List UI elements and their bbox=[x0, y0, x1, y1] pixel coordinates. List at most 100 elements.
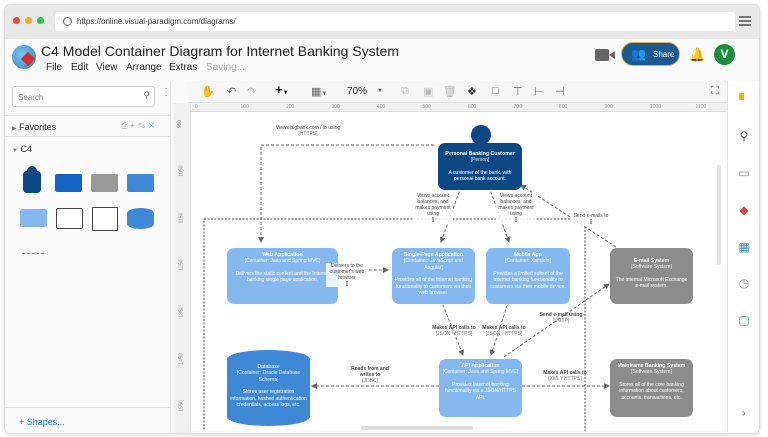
edge-label: Makes API calls to[JSON / HTTPS] bbox=[432, 325, 476, 337]
shape-container[interactable] bbox=[127, 174, 154, 192]
shape-database[interactable] bbox=[127, 208, 154, 229]
favorites-label: Favorites bbox=[19, 122, 57, 132]
ruler-tick-label: 1550 bbox=[178, 400, 185, 412]
shape-person[interactable] bbox=[23, 166, 41, 193]
ruler-tick-label: 900 bbox=[604, 104, 613, 110]
browser-menu-icon[interactable] bbox=[739, 16, 751, 26]
edge-label: Send e-mail using[SMTP] bbox=[539, 312, 583, 324]
search-icon[interactable]: ⚲ bbox=[739, 129, 749, 143]
zoom-dropdown-icon[interactable]: ▼ bbox=[377, 88, 383, 94]
ruler-tick-label: 1150 bbox=[178, 212, 185, 224]
more-shapes-button[interactable]: + Shapes... bbox=[5, 407, 171, 433]
ruler-tick-label: 500 bbox=[422, 104, 431, 110]
edge-api-email bbox=[503, 283, 610, 358]
copy-icon[interactable]: ⧉ bbox=[401, 85, 409, 97]
zoom-select[interactable]: 70% bbox=[347, 86, 368, 97]
c4-section[interactable]: ▼ C4 bbox=[12, 144, 32, 154]
search-icon[interactable]: ⚲ bbox=[143, 90, 150, 100]
horizontal-scrollbar[interactable] bbox=[361, 426, 473, 430]
video-icon[interactable] bbox=[595, 49, 615, 61]
share-button[interactable]: 👥Share bbox=[621, 42, 680, 66]
align-left-icon[interactable]: ⊢ bbox=[534, 86, 544, 98]
undo-icon[interactable]: ↶ bbox=[227, 86, 237, 98]
shape-boundary-alt[interactable] bbox=[92, 207, 118, 231]
expand-panel-icon[interactable]: › bbox=[742, 408, 746, 419]
ruler-tick-label: 700 bbox=[513, 104, 522, 110]
page-icon[interactable]: ▭ bbox=[738, 166, 750, 180]
history-icon[interactable]: ◷ bbox=[738, 276, 750, 290]
ruler-tick-label: 1000 bbox=[650, 104, 662, 110]
ruler-tick-label: 1450 bbox=[178, 353, 185, 365]
edge-label: Views bigbank.com / ib using[HTTPS] bbox=[273, 125, 343, 137]
save-status: Saving... bbox=[206, 62, 245, 73]
insert-icon[interactable]: +▼ bbox=[275, 82, 289, 97]
ruler-tick-label: 200 bbox=[286, 104, 295, 110]
outline-icon[interactable]: ▦ bbox=[738, 240, 750, 254]
align-center-icon[interactable]: ⊣ bbox=[555, 86, 565, 98]
close-dot[interactable] bbox=[13, 17, 20, 24]
pan-icon[interactable]: ✋ bbox=[201, 86, 215, 98]
user-avatar[interactable]: V bbox=[714, 44, 735, 65]
menu-extras[interactable]: Extras bbox=[169, 62, 198, 73]
node-database[interactable]: Database[Container: Oracle Database Sche… bbox=[227, 350, 310, 426]
node-web-application[interactable]: Web Application[Container: Java and Spri… bbox=[227, 248, 338, 304]
menu-edit[interactable]: Edit bbox=[71, 62, 89, 73]
shape-component[interactable] bbox=[20, 209, 47, 227]
address-bar[interactable]: https://online.visual-paradigm.com/diagr… bbox=[55, 12, 735, 31]
ruler-tick-label: 950 bbox=[177, 119, 184, 129]
users-icon: 👥 bbox=[631, 47, 646, 61]
ruler-tick-label: 400 bbox=[377, 104, 386, 110]
menu-file[interactable]: File bbox=[46, 62, 63, 73]
sidebar-more-icon[interactable]: ⋮ bbox=[161, 87, 171, 98]
search-input[interactable] bbox=[18, 93, 128, 102]
fullscreen-icon[interactable]: ⛶ bbox=[711, 85, 719, 97]
diagram-canvas[interactable]: Personal Banking Customer[Person]A custo… bbox=[191, 112, 727, 431]
format-icon[interactable]: ▘ bbox=[739, 93, 749, 107]
ruler-tick-label: 800 bbox=[559, 104, 568, 110]
redo-icon[interactable]: ↷ bbox=[247, 86, 257, 98]
grid-icon[interactable]: ▦▼ bbox=[311, 86, 328, 98]
comment-icon[interactable]: ▢ bbox=[738, 313, 750, 327]
ruler-tick-label: 600 bbox=[468, 104, 477, 110]
system-boundary bbox=[203, 218, 586, 431]
diagram-title[interactable]: C4 Model Container Diagram for Internet … bbox=[41, 43, 399, 59]
menu-view[interactable]: View bbox=[96, 62, 118, 73]
node-email-system[interactable]: E-mail System[Software System]The intern… bbox=[610, 248, 693, 304]
node-mobile-app[interactable]: Mobile App[Container: Xamarin]Provides a… bbox=[486, 248, 570, 304]
node-mainframe[interactable]: Mainframe Banking System[Software System… bbox=[610, 359, 693, 417]
app-logo-icon bbox=[12, 45, 36, 69]
shape-boundary[interactable] bbox=[56, 208, 83, 229]
select-all-icon[interactable]: □ bbox=[492, 85, 499, 97]
vertical-scrollbar[interactable] bbox=[717, 165, 721, 265]
node-person[interactable]: Personal Banking Customer[Person]A custo… bbox=[438, 143, 522, 190]
edge-label: Send e-mails to[] bbox=[570, 213, 612, 225]
connectors-layer bbox=[203, 144, 617, 431]
search-box[interactable]: ⚲ bbox=[12, 86, 155, 107]
favorites-section[interactable]: ▶ Favorites bbox=[12, 122, 57, 132]
ruler-tick-label: 300 bbox=[331, 104, 340, 110]
ruler-tick-label: 1250 bbox=[178, 259, 185, 271]
maximize-dot[interactable] bbox=[37, 17, 44, 24]
menu-arrange[interactable]: Arrange bbox=[126, 62, 162, 73]
node-single-page-app[interactable]: Single-Page Application[Container: JavaS… bbox=[392, 248, 475, 304]
shape-external-system[interactable] bbox=[91, 174, 118, 192]
node-api-application[interactable]: API Application[Container: Java and Spri… bbox=[439, 359, 522, 417]
minimize-dot[interactable] bbox=[25, 17, 32, 24]
c4-label: C4 bbox=[20, 144, 32, 154]
delete-icon[interactable]: 🗑 bbox=[443, 86, 457, 98]
edge-label: Makes API calls to[JSON / HTTPS] bbox=[482, 325, 526, 337]
right-panel-bar: ▘ ⚲ ▭ ◆ ▦ ◷ ▢ › bbox=[727, 81, 759, 433]
shapes-sidebar: ⚲ ⋮ ▶ Favorites ⎙+✎✕ ▼ C4 + Shapes... bbox=[5, 81, 171, 433]
format-painter-icon[interactable]: ❖ bbox=[467, 86, 477, 98]
distribute-icon[interactable]: ⊤ bbox=[513, 86, 523, 98]
browser-window: https://online.visual-paradigm.com/diagr… bbox=[4, 4, 760, 434]
paste-icon[interactable]: ▣ bbox=[423, 86, 434, 98]
edge-label: Delivers to the customer's web browser[] bbox=[326, 263, 368, 287]
shape-relationship[interactable] bbox=[22, 253, 44, 254]
ruler-tick-label: 1350 bbox=[178, 306, 185, 318]
shape-software-system[interactable] bbox=[55, 174, 82, 192]
bell-icon[interactable]: 🔔 bbox=[689, 47, 706, 62]
layers-icon[interactable]: ◆ bbox=[739, 203, 749, 217]
favorites-actions[interactable]: ⎙+✎✕ bbox=[121, 121, 158, 130]
